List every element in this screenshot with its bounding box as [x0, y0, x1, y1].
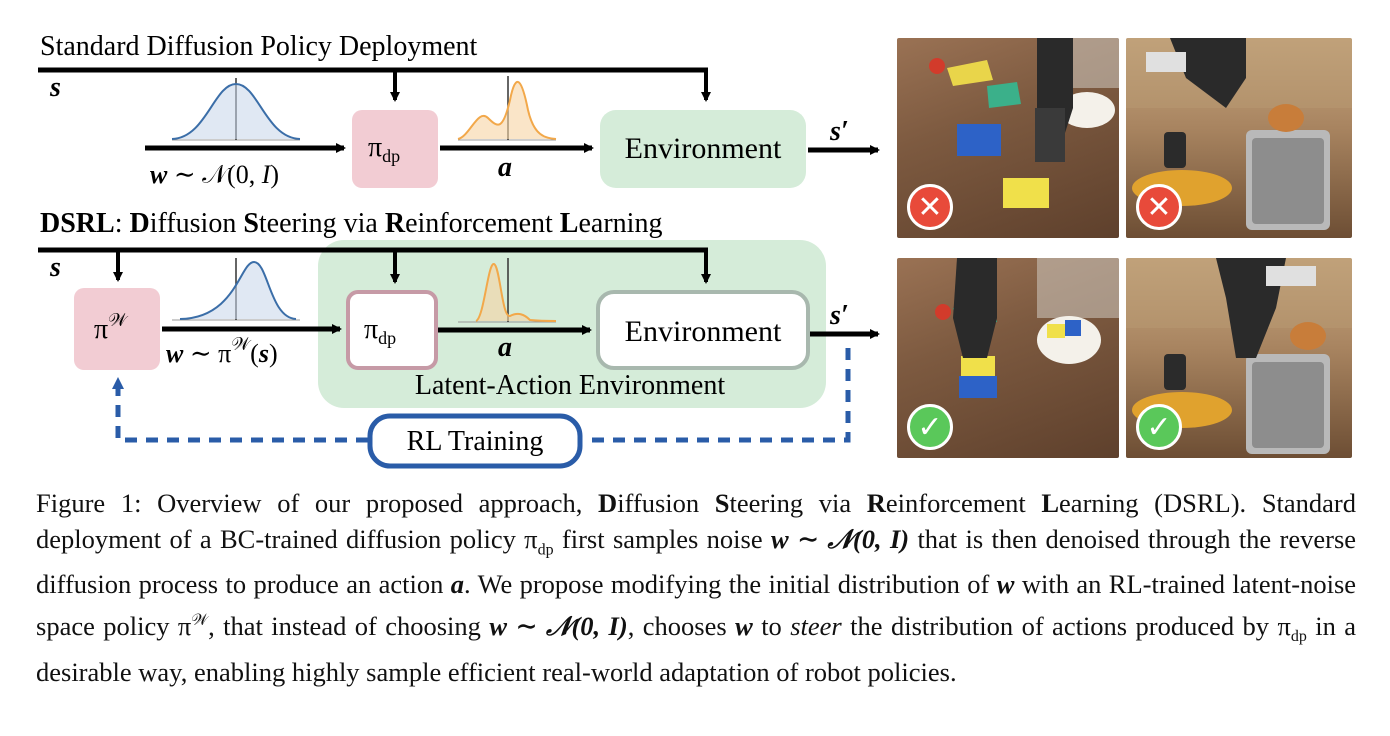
cross-icon: ✕ — [1136, 184, 1182, 230]
diffusion-policy-box-top — [352, 110, 438, 188]
action-label-top: a — [498, 152, 512, 183]
noise-label-bottom: w ∼ π𝒲(s) — [166, 334, 278, 368]
rl-training-label: RL Training — [407, 426, 544, 457]
dsrl-title: DSRL: Diffusion Steering via Reinforceme… — [40, 208, 662, 239]
environment-label-top: Environment — [625, 132, 782, 165]
top-title: Standard Diffusion Policy Deployment — [40, 31, 478, 62]
toaster-scene-illustration — [1126, 38, 1352, 230]
blocks-scene-illustration — [929, 38, 1119, 208]
environment-box-bottom — [596, 290, 810, 370]
check-icon: ✓ — [1136, 404, 1182, 450]
robot-photo-success-blocks: ✓ — [897, 258, 1119, 458]
robot-photo-success-toaster: ✓ — [1126, 258, 1352, 458]
robot-photo-failure-blocks: ✕ — [897, 38, 1119, 238]
next-state-label-top: s′ — [829, 116, 849, 147]
diffusion-policy-box-bottom — [346, 290, 438, 370]
environment-label-bottom: Environment — [625, 315, 782, 348]
latent-action-environment-label: Latent-Action Environment — [415, 370, 725, 401]
action-distribution-bottom — [458, 258, 557, 323]
gaussian-prior-top — [171, 78, 301, 141]
figure-caption: Figure 1: Overview of our proposed appro… — [36, 488, 1357, 687]
action-distribution-top — [457, 76, 557, 141]
state-label-top: s — [49, 72, 61, 103]
latent-policy-box — [74, 288, 160, 370]
diagram-figure: Standard Diffusion Policy Deployment s w… — [38, 31, 1352, 469]
diagram-svg: Standard Diffusion Policy Deployment s w… — [38, 31, 880, 469]
state-label-bottom: s — [49, 252, 61, 283]
cross-icon: ✕ — [907, 184, 953, 230]
action-label-bottom: a — [498, 332, 512, 363]
toaster-success-illustration — [1126, 258, 1352, 454]
rl-feedback-dashed-line — [584, 348, 851, 443]
noise-label-top: w ∼ 𝒩(0, I) — [150, 160, 279, 189]
robot-photo-failure-toaster: ✕ — [1126, 38, 1352, 238]
next-state-label-bottom: s′ — [829, 300, 849, 331]
figure-label: Figure 1: — [36, 488, 142, 518]
rl-training-box — [367, 413, 583, 469]
latent-noise-distribution — [172, 258, 300, 321]
environment-box-top — [600, 110, 806, 188]
blocks-success-illustration — [935, 258, 1119, 398]
check-icon: ✓ — [907, 404, 953, 450]
